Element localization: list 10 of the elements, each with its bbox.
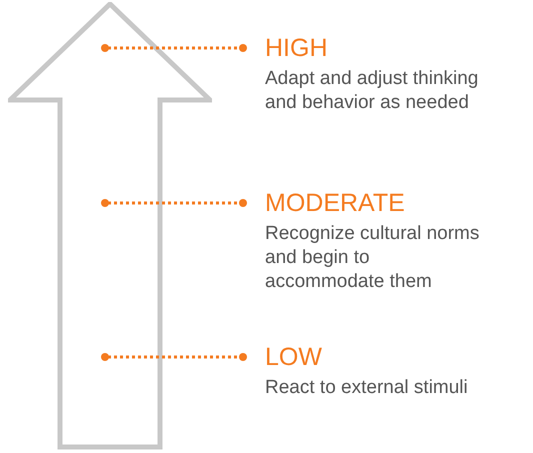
dotted-leader-line: [101, 199, 247, 207]
dotted-leader-line: [101, 353, 247, 361]
level-heading: MODERATE: [265, 188, 406, 218]
level-heading: HIGH: [265, 33, 328, 63]
level-description: Recognize cultural norms and begin to accommodate them: [265, 222, 480, 294]
dotted-leader-line: [101, 44, 247, 52]
level-description: Adapt and adjust thinking and behavior as needed: [265, 67, 480, 115]
level-description: React to external stimuli: [265, 376, 469, 400]
up-arrow: [8, 2, 212, 450]
level-heading: LOW: [265, 342, 323, 372]
